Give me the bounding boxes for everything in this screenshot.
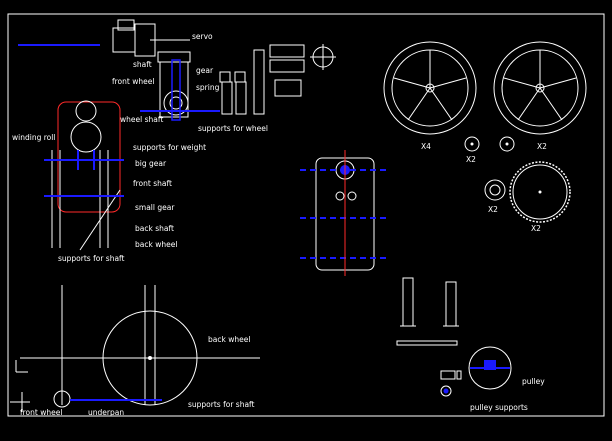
small-disc-left [464, 136, 480, 152]
small-disc-right-center [505, 142, 509, 146]
label-back-shaft: back shaft [135, 224, 174, 233]
ucs-axis-icon [15, 360, 28, 373]
label-back-wheel-bottom: back wheel [208, 335, 250, 344]
label-back-wheel-side: back wheel [135, 240, 177, 249]
label-wheel-shaft: wheel shaft [120, 115, 163, 124]
label-front-wheel-top: front wheel [112, 77, 154, 86]
drawing-border [7, 13, 605, 417]
disc-single-inner [489, 184, 501, 196]
qty-wheel-left: X4 [421, 142, 431, 151]
qty-disc-single: X2 [488, 205, 498, 214]
small-disc-right [499, 136, 515, 152]
pulley-assembly [440, 346, 512, 397]
label-supports-for-shaft-bottom: supports for shaft [188, 400, 255, 409]
upright-supports [396, 277, 459, 346]
small-disc-left-center [470, 142, 474, 146]
label-front-wheel-bottom: front wheel [20, 408, 62, 417]
qty-small-disc-left: X2 [466, 155, 476, 164]
bottom-view [10, 285, 260, 412]
gear-big-inner [512, 164, 568, 220]
label-gear: gear [196, 66, 214, 75]
servo-assembly [112, 19, 220, 121]
qty-gear-big: X2 [531, 224, 541, 233]
wheel-left [383, 41, 477, 135]
side-assembly [44, 100, 124, 251]
middle-plate [300, 150, 390, 276]
label-pulley: pulley [522, 377, 545, 386]
label-winding-roll: winding roll [12, 133, 55, 142]
label-shaft: shaft [133, 60, 152, 69]
qty-wheel-right: X2 [537, 142, 547, 151]
label-small-gear: small gear [135, 203, 175, 212]
label-front-shaft: front shaft [133, 179, 172, 188]
label-big-gear: big gear [135, 159, 167, 168]
gear-big-center [538, 190, 542, 194]
label-supports-for-shaft-side: supports for shaft [58, 254, 125, 263]
label-supports-for-wheel: supports for wheel [198, 124, 268, 133]
disc-single [484, 179, 506, 201]
label-spring: spring [196, 83, 220, 92]
gear-big [509, 161, 571, 223]
label-supports-for-weight: supports for weight [133, 143, 206, 152]
label-pulley-supports: pulley supports [470, 403, 528, 412]
label-underpan: underpan [88, 408, 124, 417]
wheel-right [493, 41, 587, 135]
small-parts-row [219, 44, 336, 115]
label-servo: servo [192, 32, 213, 41]
